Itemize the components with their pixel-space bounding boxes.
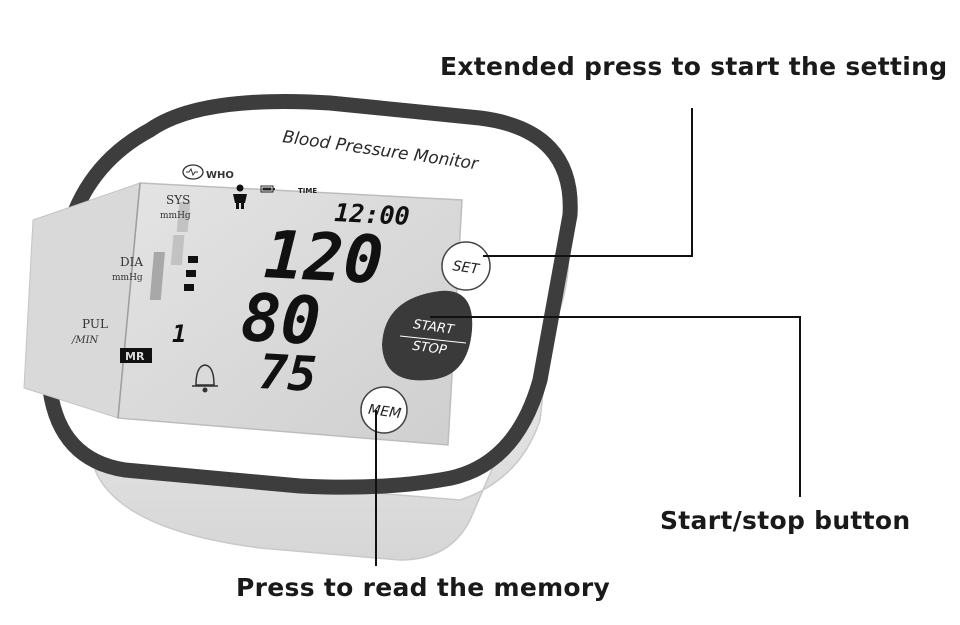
start-stop-button[interactable]: START STOP (382, 290, 473, 381)
pulse-value: 75 (257, 344, 318, 403)
who-label: WHO (206, 170, 234, 181)
stop-button-label: STOP (411, 339, 447, 359)
leader-line-start-stop (430, 316, 801, 497)
battery-icon (260, 185, 275, 193)
callout-setting: Extended press to start the setting (440, 52, 948, 81)
set-button[interactable]: SET (441, 241, 491, 291)
dia-level-bar (149, 252, 198, 300)
set-button-label: SET (452, 258, 482, 278)
memory-index: 1 (172, 320, 186, 348)
dia-unit: mmHg (112, 273, 143, 283)
callout-start-stop: Start/stop button (660, 506, 911, 535)
lcd-divider (117, 182, 141, 419)
leader-line-setting (483, 108, 693, 257)
start-stop-divider (399, 335, 467, 344)
time-label: TIME (298, 187, 317, 195)
mr-label: MR (125, 350, 145, 363)
heart-icon (182, 164, 204, 180)
time-readout: 12:00 (334, 198, 411, 231)
sys-unit: mmHg (160, 211, 191, 221)
person-icon (233, 184, 247, 209)
dia-label: DIA (120, 255, 143, 269)
mem-button[interactable]: MEM (360, 386, 408, 434)
mr-badge: MR (120, 348, 152, 363)
systolic-value: 120 (262, 216, 385, 299)
bell-icon (192, 364, 218, 393)
sys-level-bar (170, 202, 191, 265)
diastolic-value: 80 (239, 279, 322, 360)
pul-label: PUL (82, 317, 108, 331)
sys-label: SYS (166, 193, 190, 207)
lcd-screen: TIME 12:00 SYS mmHg DIA mmHg PUL /MIN 12… (23, 182, 463, 446)
start-button-label: START (412, 317, 456, 338)
callout-memory: Press to read the memory (236, 573, 611, 602)
pul-unit: /MIN (71, 335, 100, 346)
who-badge: WHO (182, 164, 234, 181)
